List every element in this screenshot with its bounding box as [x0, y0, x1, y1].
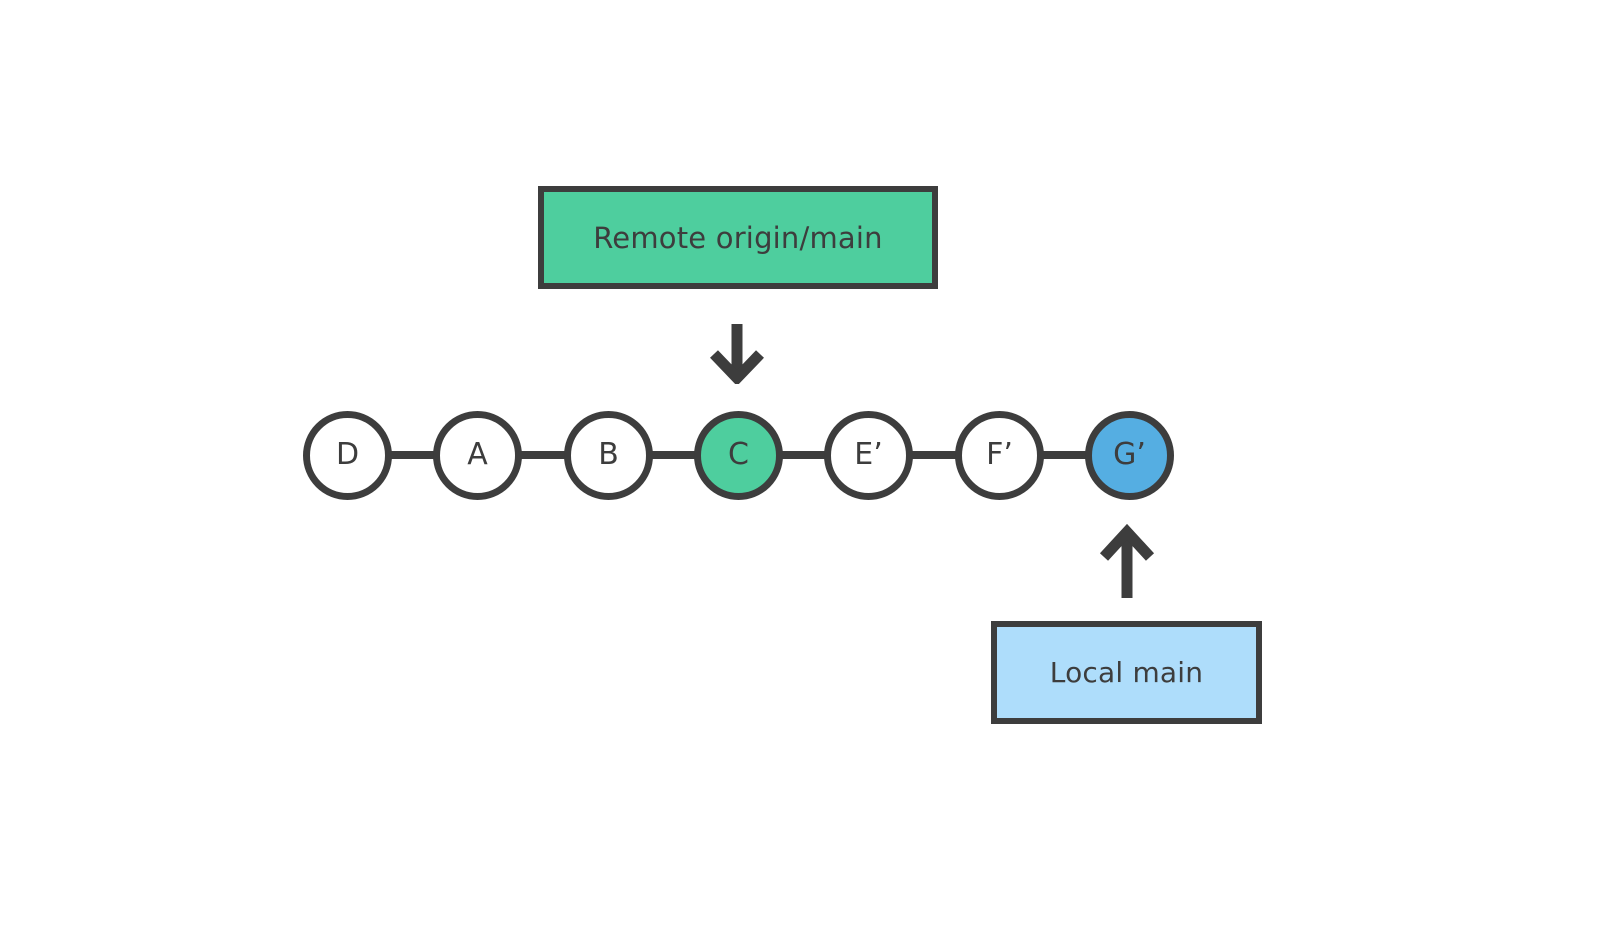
remote-branch-label-box[interactable]: Remote origin/main [538, 186, 938, 289]
commit-node-c[interactable]: C [694, 411, 783, 500]
commit-connector [1036, 451, 1095, 459]
commit-node-a[interactable]: A [433, 411, 522, 500]
local-branch-label-box[interactable]: Local main [991, 621, 1262, 724]
local-branch-label-text: Local main [1049, 656, 1204, 689]
commit-connector [384, 451, 443, 459]
commit-node-label: A [467, 436, 488, 472]
remote-branch-label-text: Remote origin/main [593, 220, 883, 255]
commit-connector [775, 451, 834, 459]
commit-connector [514, 451, 573, 459]
commit-node-g-prime[interactable]: G’ [1085, 411, 1174, 500]
commit-node-label: C [728, 436, 749, 472]
commit-node-d[interactable]: D [303, 411, 392, 500]
commit-node-e-prime[interactable]: E’ [824, 411, 913, 500]
commit-connector [645, 451, 704, 459]
commit-node-label: G’ [1113, 436, 1146, 472]
commit-connector [905, 451, 964, 459]
local-to-commit-arrow-icon [1096, 523, 1158, 606]
remote-to-commit-arrow-icon [706, 322, 768, 388]
commit-node-label: E’ [854, 436, 883, 472]
commit-node-f-prime[interactable]: F’ [955, 411, 1044, 500]
commit-node-label: D [335, 436, 360, 472]
commit-node-b[interactable]: B [564, 411, 653, 500]
commit-node-label: F’ [986, 436, 1013, 472]
commit-node-label: B [598, 436, 619, 472]
